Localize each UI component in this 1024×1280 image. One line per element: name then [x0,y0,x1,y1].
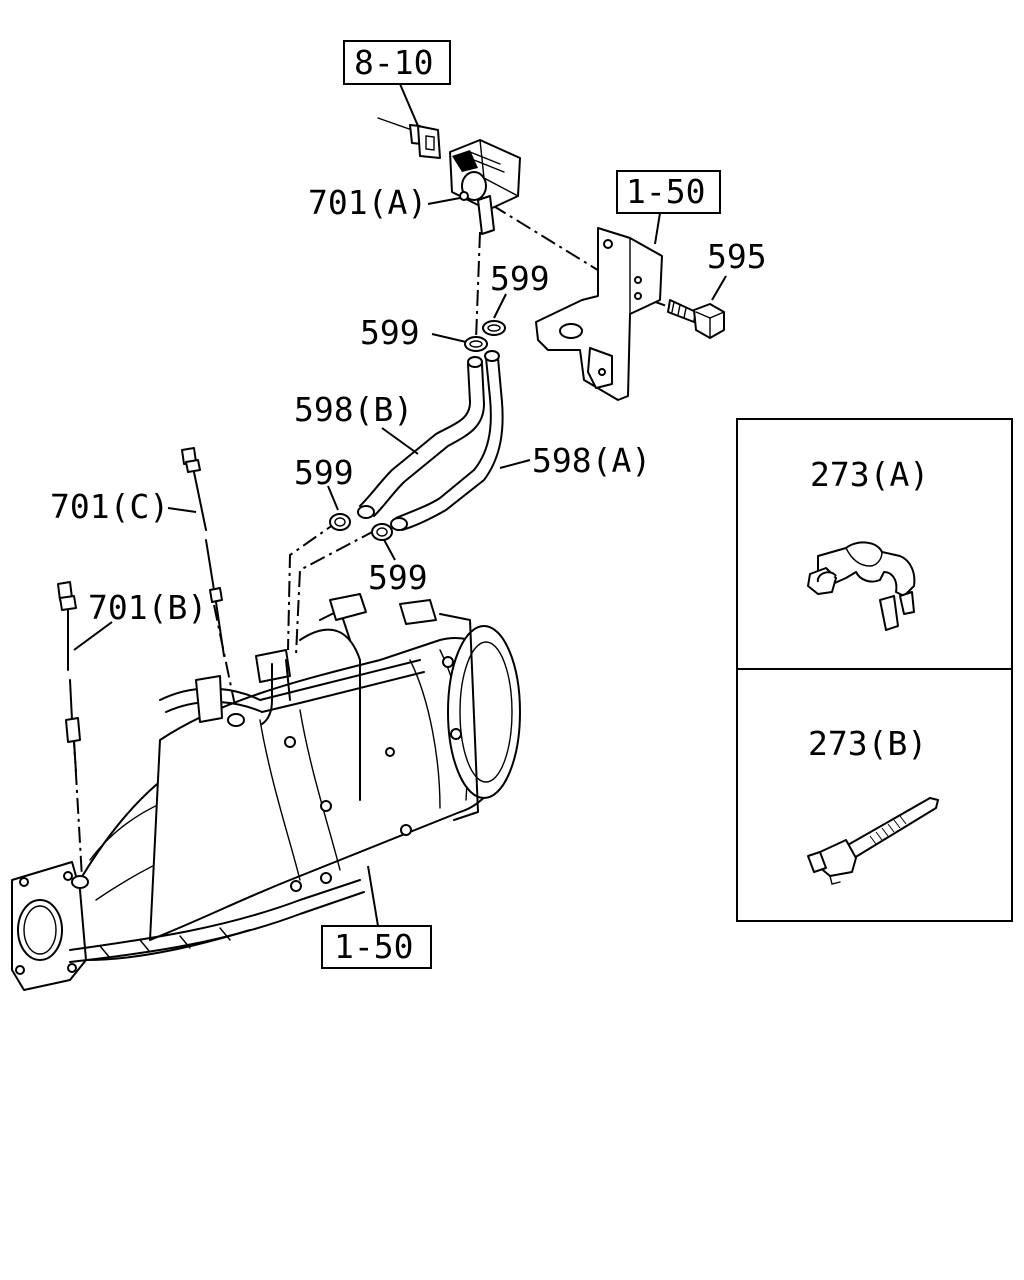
label-599-lower-right[interactable]: 599 [368,558,428,597]
temperature-sensor-701c[interactable] [181,447,225,657]
label-599-upper-right[interactable]: 599 [490,259,550,298]
hose-clip-599-lower-left[interactable] [329,513,351,531]
ref-box-1-50-bracket[interactable]: 1-50 [616,170,721,214]
ref-label-1-50-dpf: 1-50 [334,927,413,966]
label-598a[interactable]: 598(A) [532,441,651,480]
pressure-sensor-701a[interactable] [449,139,521,235]
label-701c[interactable]: 701(C) [50,487,169,526]
bolt-595-icon[interactable] [667,299,725,339]
label-273a[interactable]: 273(A) [810,455,929,494]
harness-connector-icon[interactable] [377,117,441,159]
ref-box-1-50-dpf[interactable]: 1-50 [321,925,432,969]
ref-label-1-50-bracket: 1-50 [626,172,705,211]
temperature-sensor-701b[interactable] [57,581,81,773]
label-598b[interactable]: 598(B) [294,390,413,429]
ref-box-8-10[interactable]: 8-10 [343,40,451,85]
hose-clip-599-upper-left[interactable] [464,336,488,352]
label-599-lower-left[interactable]: 599 [294,453,354,492]
cable-tie-273b-icon[interactable] [807,797,939,885]
hose-clip-599-upper-right[interactable] [482,320,506,336]
mounting-bracket[interactable] [535,227,663,401]
label-599-upper-left[interactable]: 599 [360,313,420,352]
label-595[interactable]: 595 [707,237,767,276]
pipe-clamp-273a-icon[interactable] [807,541,916,631]
label-701a[interactable]: 701(A) [308,183,427,222]
dpf-converter-assembly[interactable] [11,593,521,991]
label-701b[interactable]: 701(B) [88,588,207,627]
ref-label-8-10: 8-10 [354,43,433,82]
hose-598b[interactable] [357,356,485,519]
hose-598a[interactable] [390,350,504,531]
label-273b[interactable]: 273(B) [808,724,927,763]
hose-clip-599-lower-right[interactable] [371,523,393,541]
